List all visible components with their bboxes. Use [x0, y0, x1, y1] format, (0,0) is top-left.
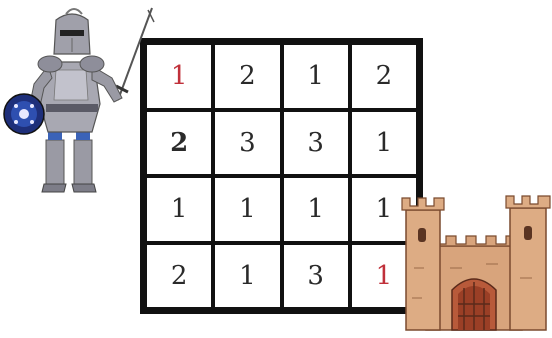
grid-cell[interactable]: 3 [282, 243, 350, 310]
number-grid-board: 1 2 1 2 2 3 3 1 1 1 1 1 2 1 3 1 [140, 38, 423, 314]
grid-cell[interactable]: 2 [213, 43, 281, 110]
grid-cell[interactable]: 1 [282, 176, 350, 243]
knight-icon [0, 0, 160, 200]
grid-cell[interactable]: 2 [145, 243, 213, 310]
grid-cell[interactable]: 2 [350, 43, 418, 110]
grid-cell[interactable]: 1 [213, 243, 281, 310]
grid-cell[interactable]: 1 [213, 176, 281, 243]
grid-cell[interactable]: 3 [282, 110, 350, 177]
grid-cell[interactable]: 1 [350, 110, 418, 177]
castle-icon [400, 188, 552, 336]
grid-cell[interactable]: 3 [213, 110, 281, 177]
grid-cell[interactable]: 1 [282, 43, 350, 110]
